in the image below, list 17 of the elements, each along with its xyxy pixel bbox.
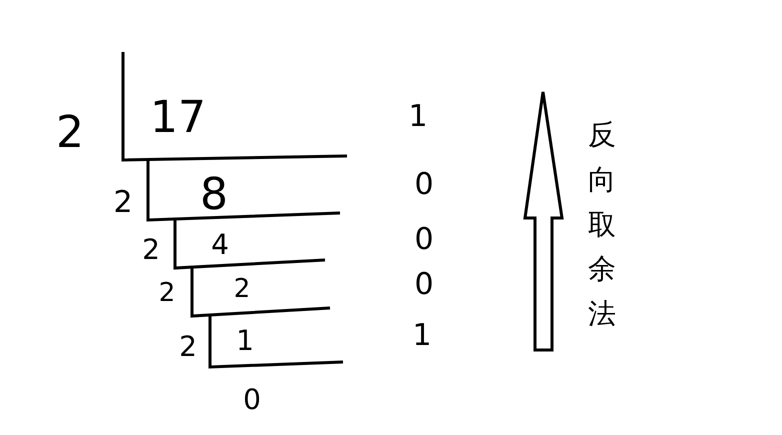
number-label: 0 <box>414 225 434 255</box>
number-label: 2 <box>234 276 250 302</box>
number-label: 8 <box>200 173 228 217</box>
method-label: 反向取余法 <box>588 117 616 332</box>
number-label: 0 <box>243 386 261 414</box>
number-label: 1 <box>408 102 428 132</box>
number-label: 17 <box>150 96 206 140</box>
number-label: 0 <box>414 270 434 300</box>
number-label: 1 <box>236 327 254 355</box>
number-label: 2 <box>113 188 133 218</box>
number-label: 2 <box>142 236 160 264</box>
number-label: 1 <box>412 321 432 351</box>
number-label: 2 <box>158 280 176 306</box>
number-label: 2 <box>56 111 84 155</box>
number-label: 0 <box>414 170 434 200</box>
number-label: 4 <box>211 231 229 259</box>
number-label: 2 <box>179 333 197 361</box>
